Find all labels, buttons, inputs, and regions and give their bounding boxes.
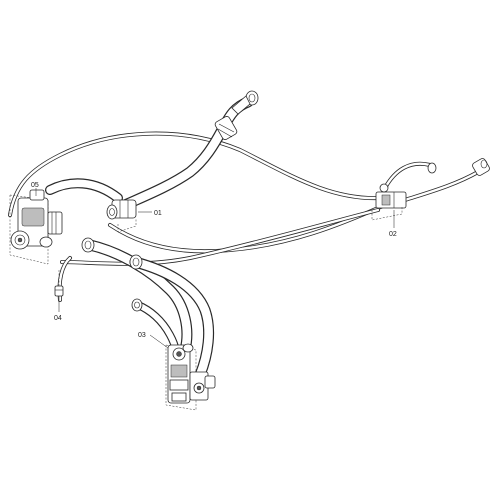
large-hose-pump-link — [45, 178, 123, 203]
hose-coupler-mid — [81, 237, 95, 253]
part-01-connector — [106, 199, 137, 233]
callout-05: 05 — [31, 182, 39, 196]
part-05-pump — [9, 189, 63, 265]
far-right-fitting — [472, 158, 490, 176]
tee-fitting-right — [427, 162, 437, 174]
large-hose-lower-a — [84, 239, 193, 356]
part-02-connector-block — [371, 183, 407, 221]
callout-02: 02 — [389, 210, 397, 238]
callout-02-label: 02 — [389, 231, 397, 238]
callout-01-label: 01 — [154, 210, 162, 217]
top-elbow-fitting — [231, 90, 259, 115]
part-03-valve-unit — [165, 343, 216, 411]
callout-04: 04 — [54, 296, 62, 322]
hose-clamp-top — [214, 116, 238, 140]
callout-05-label: 05 — [31, 182, 39, 189]
callout-04-label: 04 — [54, 315, 62, 322]
large-hose-top — [119, 96, 254, 211]
callout-01: 01 — [138, 210, 162, 217]
thin-hose-to-lower-left — [60, 208, 380, 266]
thin-hose-far-right — [403, 170, 480, 202]
thin-hose-right-upper — [383, 161, 432, 190]
callout-03: 03 — [138, 332, 169, 349]
callout-03-label: 03 — [138, 332, 146, 339]
large-hose-lower-b — [129, 256, 215, 381]
hose-coupler-right — [129, 254, 143, 270]
long-thin-hose-upper — [8, 131, 382, 217]
small-elbow-lower — [131, 298, 143, 312]
